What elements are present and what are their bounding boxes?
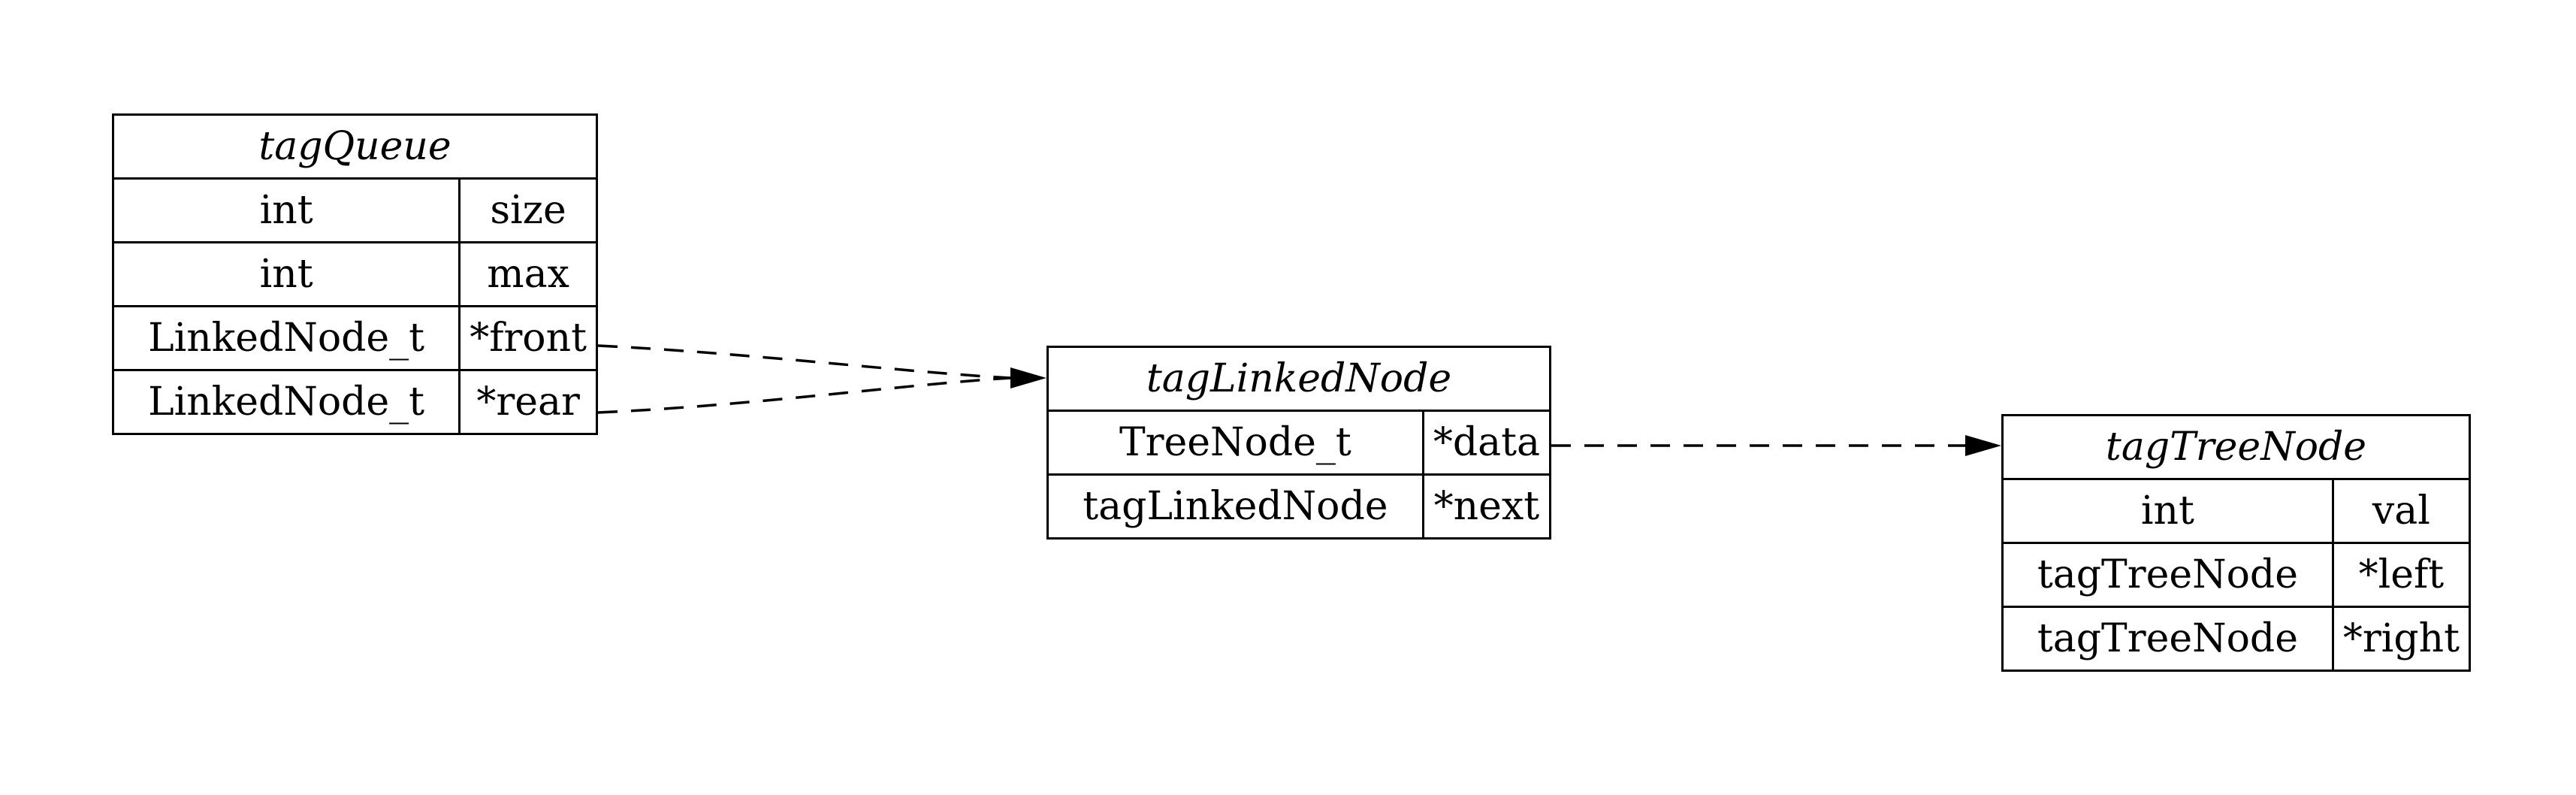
struct-tag-linked-node: tagLinkedNode TreeNode_t *data tagLinked…	[1046, 346, 1552, 540]
edge-front-to-linked-node	[597, 344, 1011, 379]
struct-header: tagTreeNode	[2001, 414, 2471, 480]
field-row-max: int max	[111, 241, 598, 307]
field-type: tagTreeNode	[2001, 606, 2334, 672]
field-name-port-rear: *rear	[458, 369, 598, 435]
field-name-port-front: *front	[458, 305, 598, 371]
field-row-rear: LinkedNode_t *rear	[111, 369, 598, 435]
field-name-port-data: *data	[1421, 410, 1552, 476]
field-row-front: LinkedNode_t *front	[111, 305, 598, 371]
edge-front-arrowhead	[1010, 367, 1046, 388]
field-name: *right	[2331, 606, 2472, 672]
field-name: *next	[1421, 473, 1552, 540]
field-type: tagTreeNode	[2001, 542, 2334, 608]
struct-title: tagLinkedNode	[1046, 346, 1551, 412]
field-name: *left	[2331, 542, 2472, 608]
edge-data-arrowhead	[1965, 435, 2001, 456]
field-row-val: int val	[2001, 478, 2472, 544]
struct-title: tagTreeNode	[2001, 414, 2471, 480]
field-name: size	[458, 177, 598, 243]
field-type: int	[111, 241, 461, 307]
struct-header: tagQueue	[112, 113, 598, 180]
field-type: int	[2001, 478, 2334, 544]
field-type: LinkedNode_t	[111, 305, 461, 371]
field-type: int	[111, 177, 461, 243]
struct-tag-tree-node: tagTreeNode int val tagTreeNode *left ta…	[2001, 414, 2472, 672]
struct-title: tagQueue	[112, 113, 598, 180]
field-type: LinkedNode_t	[111, 369, 461, 435]
struct-header: tagLinkedNode	[1046, 346, 1551, 412]
field-row-right: tagTreeNode *right	[2001, 606, 2472, 672]
field-row-next: tagLinkedNode *next	[1046, 473, 1552, 540]
field-name: val	[2331, 478, 2472, 544]
struct-tag-queue: tagQueue int size int max LinkedNode_t *…	[111, 113, 598, 435]
field-name: max	[458, 241, 598, 307]
field-row-size: int size	[111, 177, 598, 243]
field-type: tagLinkedNode	[1046, 473, 1424, 540]
field-row-left: tagTreeNode *left	[2001, 542, 2472, 608]
field-type: TreeNode_t	[1046, 410, 1424, 476]
field-row-data: TreeNode_t *data	[1046, 410, 1552, 476]
edge-rear-to-linked-node	[597, 376, 1011, 414]
